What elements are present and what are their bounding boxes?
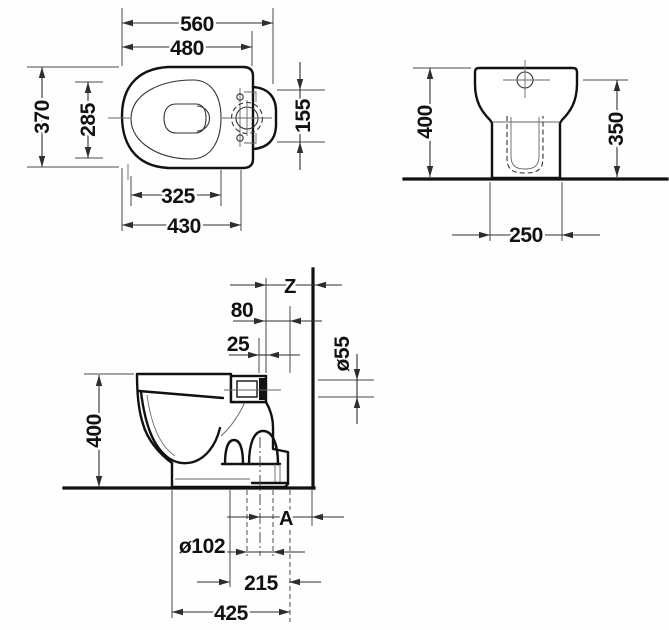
plan-cistern-bump	[251, 85, 278, 151]
dim-front-height: 400	[414, 105, 437, 139]
plan-fixing-bracket-top	[244, 91, 257, 102]
front-toilet-outline	[473, 66, 579, 180]
dim-front-base-width: 250	[509, 224, 543, 247]
front-trapway-hidden-inner	[510, 117, 540, 170]
section-bowl-inner-line	[146, 394, 176, 457]
section-seat-rim	[137, 389, 225, 400]
dim-front-rear-height: 350	[605, 112, 628, 146]
plan-toilet-outline	[120, 65, 255, 170]
dim-outlet-ref-label: A	[279, 508, 293, 530]
dim-section-height: 400	[83, 414, 106, 448]
plan-dimension-lines	[38, 19, 304, 229]
front-extension-lines	[413, 67, 628, 241]
section-inlet-spud-cut	[259, 378, 266, 400]
section-trapway-hump-small	[223, 438, 245, 466]
dim-rear-section-width: 155	[292, 98, 315, 133]
front-dimension-lines	[426, 68, 621, 239]
section-trapway-hump-large	[247, 429, 280, 466]
dim-outlet-distance: 215	[244, 572, 279, 595]
front-view: 400 350 250	[402, 60, 669, 250]
plan-view: 560 480 370 285 155 325 430	[27, 8, 325, 241]
dim-overall-depth: 370	[31, 100, 54, 134]
dim-rear-offset: 80	[231, 299, 254, 322]
section-flush-channel	[220, 401, 246, 437]
dim-inlet-spigot-dia: ø55	[331, 336, 354, 372]
section-inlet-spud-inner	[236, 380, 258, 398]
side-section-view: Z 80 25 ø55 400 A ø102 215 425	[62, 267, 374, 628]
plan-seat-opening	[130, 79, 222, 160]
section-dimension-lines	[95, 281, 361, 616]
section-bowl-cavity	[139, 390, 222, 465]
dim-overall-width: 560	[180, 13, 214, 36]
plan-water-spot-arc	[196, 105, 211, 132]
dim-outlet-dia: ø102	[179, 535, 225, 558]
dim-ceramic-width: 480	[170, 37, 204, 60]
plan-fixing-bracket-bottom	[244, 133, 257, 144]
front-trapway-hidden-outer	[506, 116, 544, 174]
plan-fixing-hole-top	[236, 93, 244, 101]
dim-spigot-offset: 25	[227, 333, 250, 356]
dim-ceramic-length: 430	[167, 215, 201, 238]
section-extension-lines	[84, 278, 374, 622]
dim-wall-ref-label: Z	[284, 276, 296, 298]
plan-flush-water-spot	[163, 103, 207, 134]
plan-fixing-hole-bottom	[236, 134, 244, 142]
dim-seat-opening-depth: 285	[77, 102, 100, 137]
dim-seat-opening-length: 325	[161, 185, 196, 208]
dim-front-distance: 425	[214, 602, 249, 625]
